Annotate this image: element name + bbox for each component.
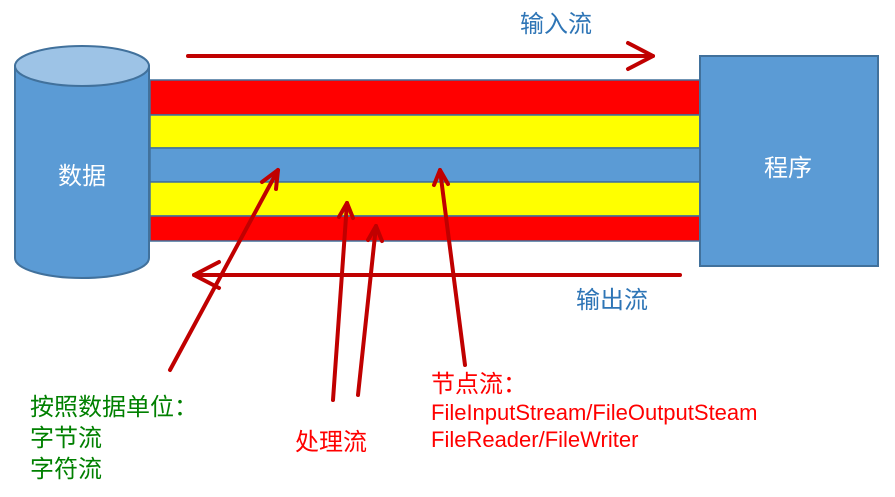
node-stream-title: 节点流： bbox=[431, 370, 527, 398]
processing-pointer-arrow-1 bbox=[331, 201, 349, 402]
byte-stream-label: 字节流 bbox=[30, 424, 102, 453]
pipe-band-blue-middle bbox=[149, 147, 701, 183]
program-label: 程序 bbox=[764, 154, 812, 182]
by-unit-label-block: 按照数据单位： 字节流 字符流 bbox=[30, 392, 198, 486]
pipe-band-yellow-bottom bbox=[149, 181, 701, 217]
output-stream-label: 输出流 bbox=[576, 286, 648, 314]
output-arrowhead bbox=[192, 260, 221, 290]
node-stream-example-2: FileReader/FileWriter bbox=[431, 427, 639, 453]
cylinder-body bbox=[14, 65, 150, 279]
data-label: 数据 bbox=[58, 162, 106, 190]
pipe-band-yellow-top bbox=[149, 114, 701, 149]
by-unit-title: 按照数据单位： bbox=[30, 393, 198, 421]
processing-arrowhead-2 bbox=[366, 224, 384, 243]
pipe-band-red-top bbox=[149, 79, 701, 116]
char-stream-label: 字符流 bbox=[30, 455, 102, 484]
byte-char-arrowhead bbox=[260, 168, 280, 191]
pipe-band-red-bottom bbox=[149, 215, 701, 242]
input-arrowhead bbox=[626, 41, 655, 71]
processing-pointer-arrow-2 bbox=[356, 224, 378, 397]
input-stream-label: 输入流 bbox=[520, 10, 592, 38]
processing-stream-label: 处理流 bbox=[295, 428, 367, 456]
node-stream-example-1: FileInputStream/FileOutputSteam bbox=[431, 399, 758, 425]
pipe bbox=[149, 79, 701, 242]
cylinder-top bbox=[14, 45, 150, 87]
node-arrowhead bbox=[432, 168, 450, 187]
byte-char-pointer-arrow bbox=[168, 168, 280, 372]
node-stream-label-block: 节点流： FileInputStream/FileOutputSteam Fil… bbox=[431, 370, 757, 454]
program-box bbox=[699, 55, 879, 267]
processing-arrowhead-1 bbox=[337, 201, 355, 220]
database-cylinder bbox=[14, 45, 150, 279]
node-pointer-arrow bbox=[438, 168, 467, 367]
